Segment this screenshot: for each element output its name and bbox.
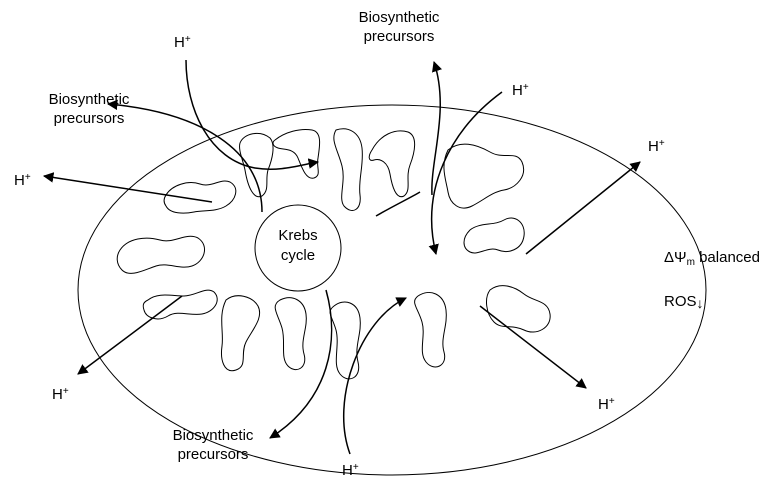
- label-krebs-cycle: Krebs cycle: [253, 226, 343, 266]
- label-biosynthetic-bottom: Biosynthetic precursors: [148, 426, 278, 464]
- crista-right-top: [444, 144, 524, 208]
- label-h-plus-bottom-right: H+: [598, 392, 615, 414]
- crista-right-lower: [487, 286, 551, 332]
- label-h-plus-top-left: H+: [174, 30, 191, 52]
- arrow-biosynthetic-bottom: [270, 290, 332, 438]
- arrow-h-left-out: [44, 176, 212, 202]
- crista-left-mid: [117, 236, 204, 273]
- label-h-plus-bottom: H+: [342, 458, 359, 480]
- label-h-plus-right: H+: [648, 134, 665, 156]
- outer-membrane: [78, 105, 706, 475]
- label-ros-decreased: ROS↓: [664, 292, 704, 313]
- label-h-plus-top-right: H+: [512, 78, 529, 100]
- crista-bottom-1: [275, 298, 306, 370]
- crista-top-2: [334, 129, 363, 211]
- crista-top-3: [369, 131, 414, 197]
- arrow-h-top-right-in: [432, 92, 502, 254]
- arrow-h-right-out: [526, 162, 640, 254]
- crista-bottom-3: [415, 292, 447, 366]
- label-h-plus-bottom-left: H+: [52, 382, 69, 404]
- crista-left-lower: [143, 290, 217, 319]
- crista-bottom-left: [222, 296, 260, 371]
- label-biosynthetic-top: Biosynthetic precursors: [334, 8, 464, 46]
- crista-top-1: [273, 129, 320, 178]
- label-delta-psi-balanced: ΔΨm balanced: [664, 248, 760, 272]
- label-h-plus-left: H+: [14, 168, 31, 190]
- arrow-h-bottom-in: [344, 298, 406, 454]
- crista-right-mid: [464, 218, 524, 253]
- arrow-h-bottom-left-out: [78, 296, 182, 374]
- arrow-h-bottom-right-out: [480, 306, 586, 388]
- crista-left-upper: [164, 181, 236, 213]
- crista-bottom-2: [330, 302, 360, 379]
- arrow-h-top-left-in: [186, 60, 318, 169]
- label-biosynthetic-upper-left: Biosynthetic precursors: [24, 90, 154, 128]
